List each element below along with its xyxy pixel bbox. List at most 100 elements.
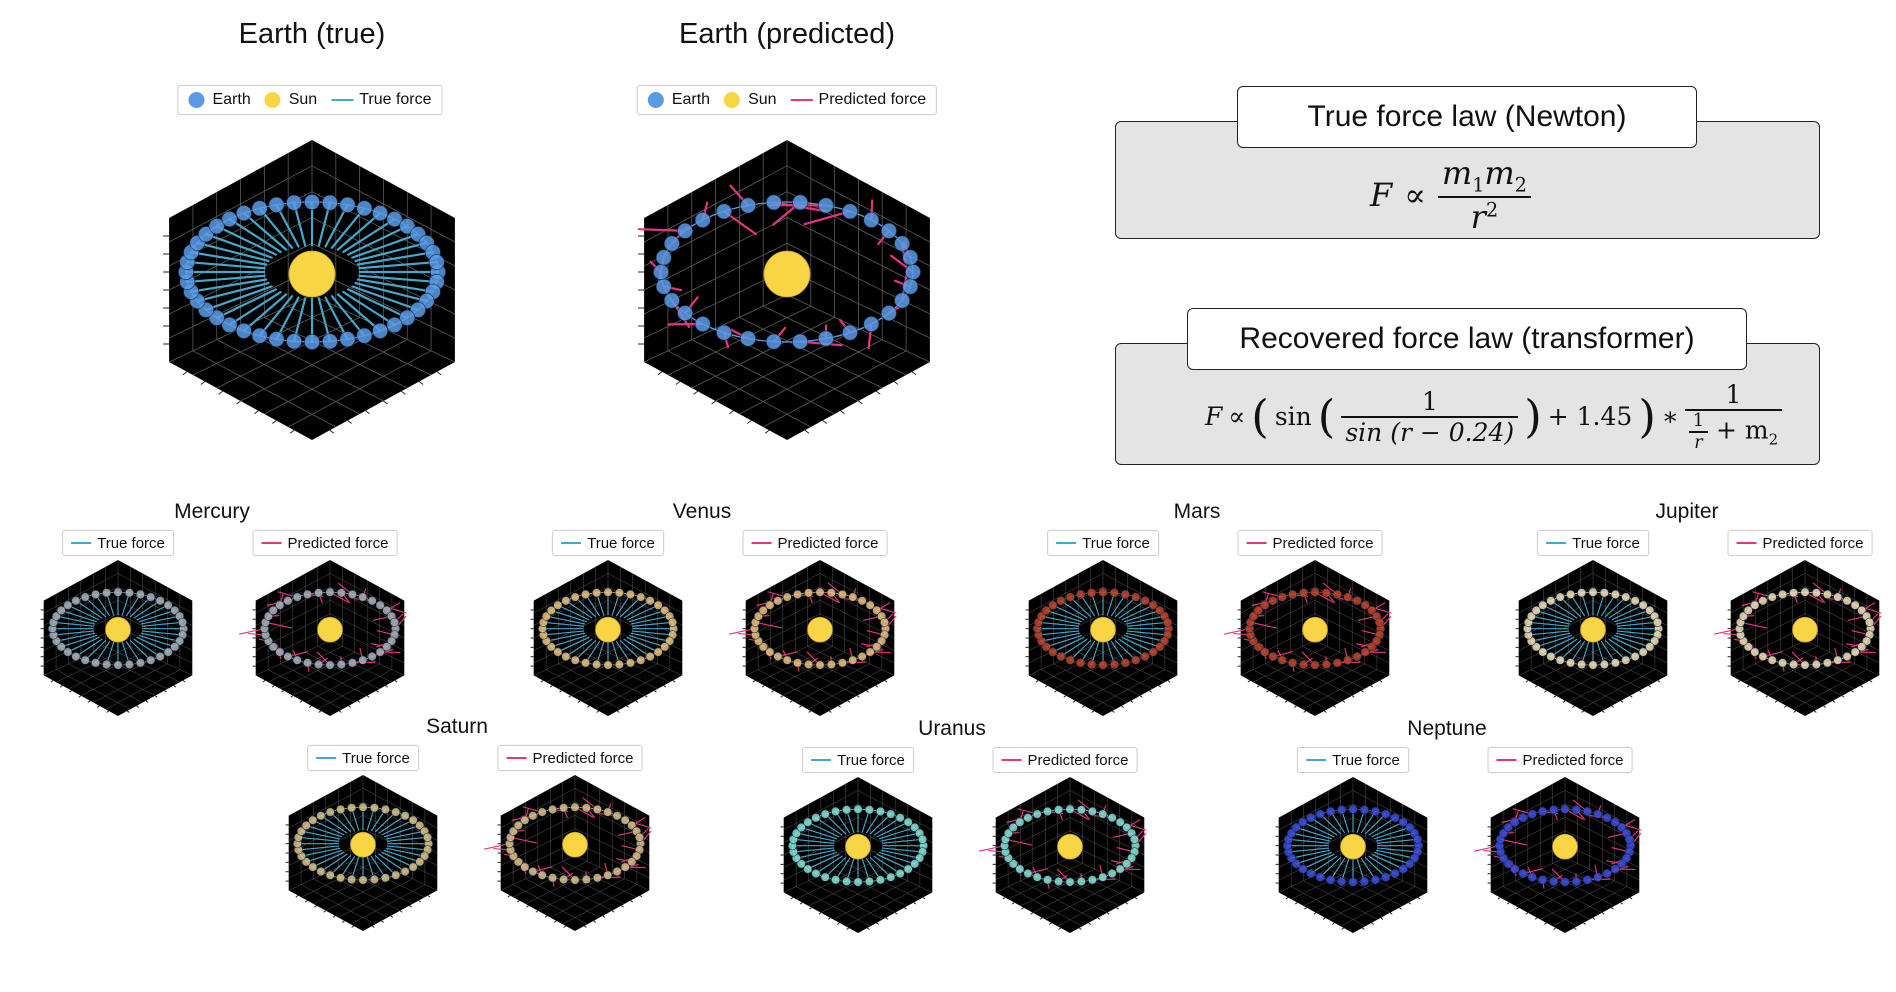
predicted-force-line-icon (506, 757, 527, 759)
planet-3d-plot (40, 560, 193, 716)
legend: Predicted force (742, 530, 888, 556)
recovered-force-law-box: Recovered force law (transformer) F ∝ ( … (1115, 308, 1820, 468)
axis-ticks (780, 826, 926, 930)
planet-positions (1244, 587, 1386, 670)
planet-3d-plot (978, 777, 1147, 933)
legend-label: Sun (748, 91, 777, 108)
earth-predicted-3d-plot (637, 140, 931, 440)
sun-marker (1302, 616, 1328, 643)
planet-3d-plot (1025, 560, 1178, 716)
sun-marker (1340, 833, 1366, 860)
legend-label: Predicted force (287, 534, 389, 552)
planet-positions (1494, 804, 1636, 887)
sun-marker (350, 831, 376, 858)
sun-marker-icon (264, 92, 281, 108)
axis-ticks (163, 235, 442, 434)
sun-marker (845, 833, 871, 860)
planet-3d-plot (238, 560, 407, 716)
legend-label: True force (1082, 534, 1150, 552)
earth-predicted-panel: Earth (predicted) Earth Sun Predicted fo… (555, 0, 938, 510)
true-force-law-box: True force law (Newton) F ∝ m1m2 r2 (1115, 86, 1820, 241)
legend-label: Sun (288, 91, 318, 108)
true-force-line-icon (811, 759, 832, 761)
true-force-line-icon (316, 757, 337, 759)
earth-true-3d-plot (163, 140, 456, 440)
legend-label: Predicted force (1272, 534, 1374, 552)
legend-label: Earth (671, 91, 711, 108)
axis-ticks (530, 609, 676, 713)
planet-positions (292, 802, 434, 885)
legend: True force (1537, 530, 1649, 556)
true-force-line-icon (71, 542, 92, 544)
planet-positions (787, 804, 929, 887)
planet-3d-plot (780, 777, 933, 933)
true-force-line-icon (561, 542, 582, 544)
legend-label: True force (1332, 751, 1400, 769)
axis-ticks (742, 609, 888, 713)
axis-ticks (252, 609, 398, 713)
planet-positions (47, 587, 189, 670)
planet-positions (178, 194, 446, 350)
axis-ticks (285, 824, 431, 928)
sun-marker (1580, 616, 1606, 643)
sun-marker (105, 616, 131, 643)
transformer-formula: F ∝ ( sin ( 1 sin (r − 0.24) ) + 1.45 ) … (1205, 380, 1783, 453)
true-force-line-icon (1306, 759, 1327, 761)
legend-label: Predicted force (532, 749, 634, 767)
axis-ticks (1025, 609, 1171, 713)
legend: Earth Sun Predicted force (636, 85, 938, 115)
axis-ticks (638, 235, 917, 434)
legend: True force (1047, 530, 1159, 556)
planet-positions (259, 587, 401, 670)
planet-positions (537, 587, 679, 670)
predicted-force-line-icon (790, 99, 813, 101)
planet-positions (1282, 804, 1424, 887)
sun-marker (317, 616, 343, 643)
legend-label: Predicted force (818, 91, 927, 108)
sun-marker-icon (724, 92, 741, 108)
legend-label: True force (837, 751, 905, 769)
legend: True force (62, 530, 174, 556)
planet-positions (749, 587, 891, 670)
formula-header: Recovered force law (transformer) (1187, 308, 1747, 370)
planet-title: Uranus (918, 717, 986, 740)
axis-ticks (40, 609, 186, 713)
earth-true-panel: Earth (true) Earth Sun True force (80, 0, 460, 510)
force-arrows (791, 808, 925, 883)
planet-title: Jupiter (1655, 500, 1719, 523)
axis-ticks (1515, 609, 1661, 713)
planet-positions (653, 194, 921, 350)
force-arrows (541, 591, 675, 666)
legend-label: Predicted force (1027, 751, 1129, 769)
earth-marker-icon (647, 92, 664, 108)
formula-header: True force law (Newton) (1237, 86, 1697, 148)
planet-title: Mars (1173, 500, 1221, 523)
axis-ticks (992, 826, 1138, 930)
legend-label: Earth (212, 91, 251, 108)
planet-title: Neptune (1407, 717, 1487, 740)
sun-marker (763, 250, 811, 298)
planet-3d-plot (1223, 560, 1392, 716)
planet-positions (1522, 587, 1664, 670)
planet-3d-plot (1713, 560, 1882, 716)
legend: Predicted force (1727, 530, 1873, 556)
legend: True force (802, 747, 914, 773)
grid-lines (1278, 777, 1428, 927)
force-arrows (1036, 591, 1170, 666)
legend: Predicted force (252, 530, 398, 556)
legend: Predicted force (992, 747, 1138, 773)
planet-3d-plot (1473, 777, 1642, 933)
predicted-force-line-icon (1736, 542, 1757, 544)
planet-3d-plot (483, 775, 652, 931)
predicted-force-line-icon (751, 542, 772, 544)
axis-ticks (497, 824, 643, 928)
true-force-line-icon (331, 99, 354, 101)
sun-marker (595, 616, 621, 643)
legend-label: Predicted force (1762, 534, 1864, 552)
legend-label: True force (342, 749, 410, 767)
